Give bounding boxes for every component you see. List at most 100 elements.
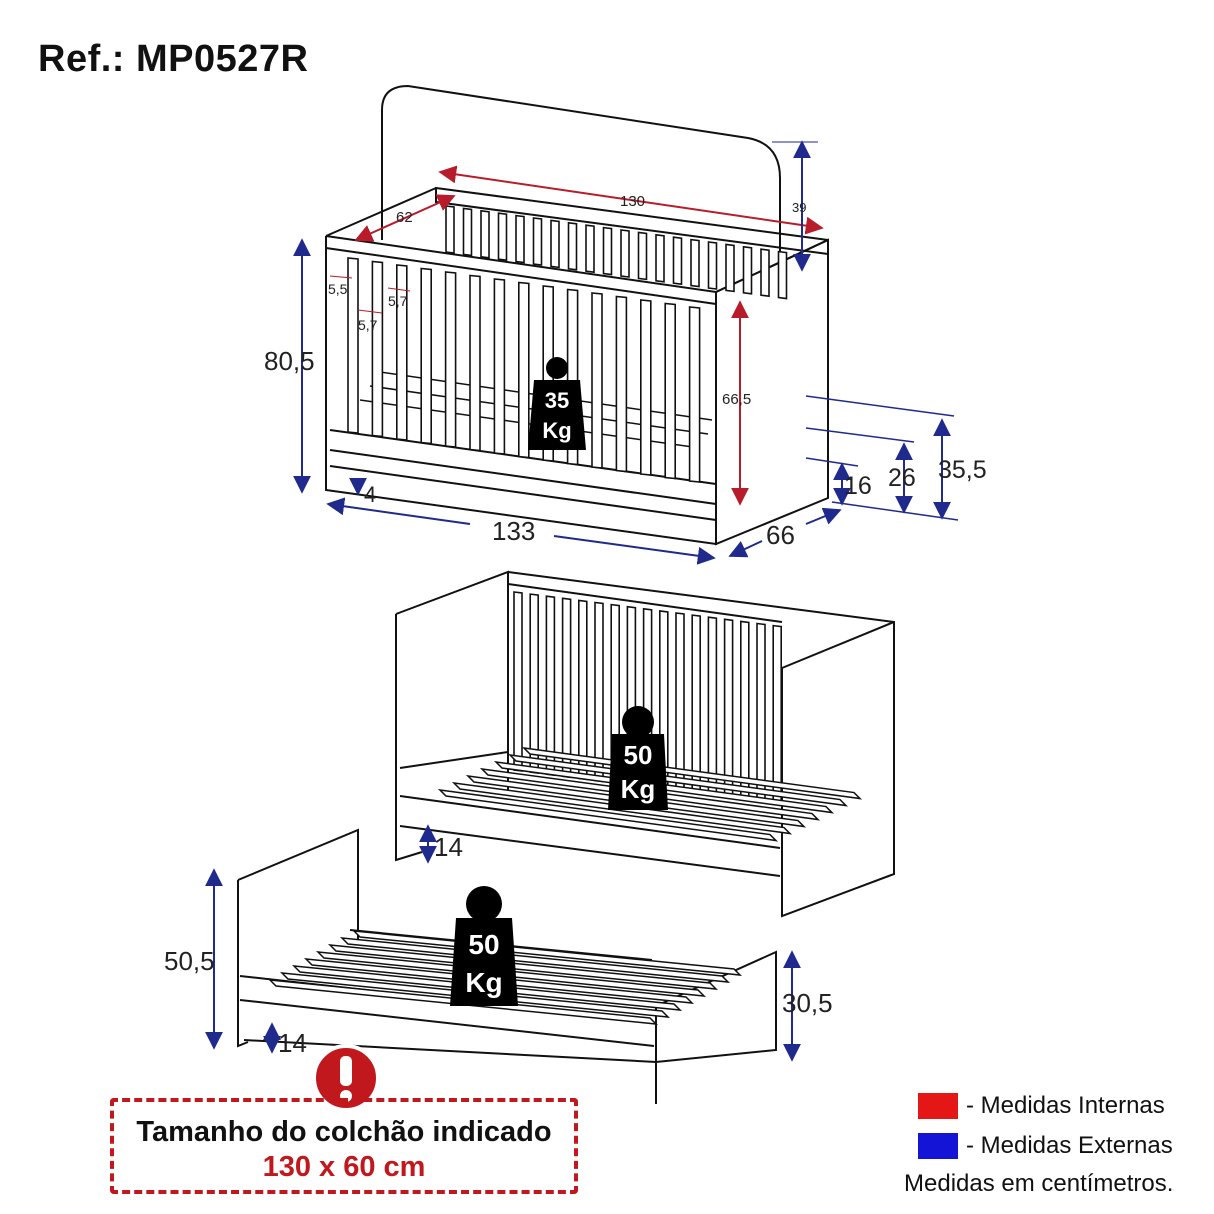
crib-back-bar <box>515 214 525 264</box>
crib-front-bar <box>688 306 701 483</box>
crib-internal-width-label: 62 <box>396 209 413 226</box>
crib-front-bar <box>469 274 481 452</box>
mattress-size-title: Tamanho do colchão indicado <box>136 1116 552 1148</box>
bed-weight-unit: Kg <box>465 967 502 998</box>
sofa-slat <box>521 746 863 800</box>
sofa-back-bar <box>578 599 588 781</box>
slat-gap-label-2: 5,7 <box>388 293 408 309</box>
crib-front-bar <box>396 264 408 441</box>
crib-front-bar <box>493 278 506 455</box>
bed-height-label: 50,5 <box>164 946 215 976</box>
crib-length-line-b <box>553 535 716 565</box>
mattress-size-box: Tamanho do colchão indicado 130 x 60 cm <box>110 1098 578 1194</box>
crib-depth-line-b <box>805 507 842 525</box>
crib-internal-height-label: 66,5 <box>722 391 751 408</box>
sofa-drawing <box>395 570 895 918</box>
crib-back-bar <box>585 224 595 274</box>
crib-internal-width-line <box>354 194 456 242</box>
sofa-back-bar <box>545 595 556 777</box>
crib-front-bar <box>444 271 457 448</box>
crib-weight-value: 35 <box>545 388 569 413</box>
crib-back-bar <box>760 248 770 298</box>
legend-internal: - Medidas Internas <box>918 1092 1165 1120</box>
crib-back-bar <box>707 241 718 290</box>
sofa-slat <box>437 788 779 842</box>
crib-back-bar <box>620 229 630 278</box>
sofa-back-bar <box>707 616 718 798</box>
legend-external: - Medidas Externas <box>918 1132 1173 1160</box>
exclamation-icon <box>312 1044 380 1112</box>
crib-length-label: 133 <box>492 516 535 546</box>
sofa-back-bar <box>675 612 685 793</box>
crib-internal-length-line <box>438 165 824 235</box>
crib-back-bar <box>690 238 700 288</box>
crib-height-label: 80,5 <box>264 346 315 376</box>
legend-internal-swatch <box>918 1093 958 1119</box>
page-title: Ref.: MP0527R <box>38 38 309 80</box>
mattress-h2-label: 26 <box>888 464 916 492</box>
sofa-back-bar <box>513 591 523 772</box>
crib-back-bar <box>480 209 490 259</box>
sofa-weight-value: 50 <box>624 740 653 770</box>
legend-external-swatch <box>918 1133 958 1159</box>
crib-back-bar <box>672 236 683 286</box>
sofa-back-bar <box>740 620 750 802</box>
crib-rail-height-label: 39 <box>792 200 806 215</box>
crib-front-bar <box>371 260 384 438</box>
crib-front-bar <box>347 257 359 434</box>
crib-back-bar <box>497 212 508 262</box>
bed-footboard-label: 30,5 <box>782 988 833 1018</box>
legend-external-label: - Medidas Externas <box>966 1132 1173 1159</box>
sofa-back-bar <box>756 622 766 804</box>
crib-depth-line-a <box>728 540 763 558</box>
crib-front-bar <box>664 302 676 480</box>
sofa-weight-unit: Kg <box>621 774 656 804</box>
crib-back-bar <box>602 226 613 276</box>
sofa-back-bar <box>594 601 604 783</box>
crib-base-gap-label: 4 <box>364 482 376 507</box>
crib-back-bar <box>550 219 560 269</box>
crib-internal-length-label: 130 <box>620 193 645 210</box>
crib-bars <box>347 257 701 483</box>
bed-drawing <box>237 828 777 1104</box>
sofa-slat <box>507 753 849 807</box>
slat-gap-label-1: 5,5 <box>328 281 348 297</box>
crib-back-bar <box>445 205 455 254</box>
bed-weight-value: 50 <box>468 929 499 960</box>
sofa-base-gap-label: 14 <box>434 832 463 862</box>
crib-back-bar <box>725 243 735 293</box>
crib-back-bar <box>532 217 543 266</box>
bed-base-gap-label: 14 <box>278 1028 307 1058</box>
crib-front-bar <box>591 292 603 469</box>
mattress-size-value: 130 x 60 cm <box>262 1151 426 1183</box>
mattress-h1-label: 16 <box>844 472 872 500</box>
crib-length-line-a <box>326 497 471 525</box>
legend-internal-label: - Medidas Internas <box>966 1092 1165 1119</box>
crib-front-bar <box>518 281 530 459</box>
sofa-back-bar <box>691 614 701 796</box>
bed-slat <box>339 937 731 983</box>
crib-front-bar <box>420 267 432 445</box>
bed-weight-icon: 50 Kg <box>450 886 518 1006</box>
crib-back-bar <box>655 233 665 283</box>
crib-back-bar <box>637 231 648 281</box>
sofa-weight-icon: 50 Kg <box>608 706 668 810</box>
slat-gap-label-3: 5,7 <box>358 317 378 333</box>
crib-weight-icon: 35 Kg <box>528 357 586 450</box>
crib-back-bar <box>462 207 473 257</box>
sofa-back-bar <box>723 618 734 800</box>
crib-back-bar <box>777 250 788 300</box>
sofa-back-bar <box>772 624 782 806</box>
crib-weight-unit: Kg <box>542 418 571 443</box>
crib-front-bar <box>615 295 628 473</box>
crib-back-bar <box>567 221 578 271</box>
sofa-back-bar <box>561 597 572 779</box>
crib-front-bar <box>640 299 652 476</box>
crib-depth-label: 66 <box>766 520 795 550</box>
bed-slat <box>351 930 743 976</box>
crib-back-bar <box>742 245 753 295</box>
units-note: Medidas em centímetros. <box>904 1170 1174 1197</box>
sofa-back-bar <box>529 593 539 775</box>
bed-slat <box>327 944 719 990</box>
